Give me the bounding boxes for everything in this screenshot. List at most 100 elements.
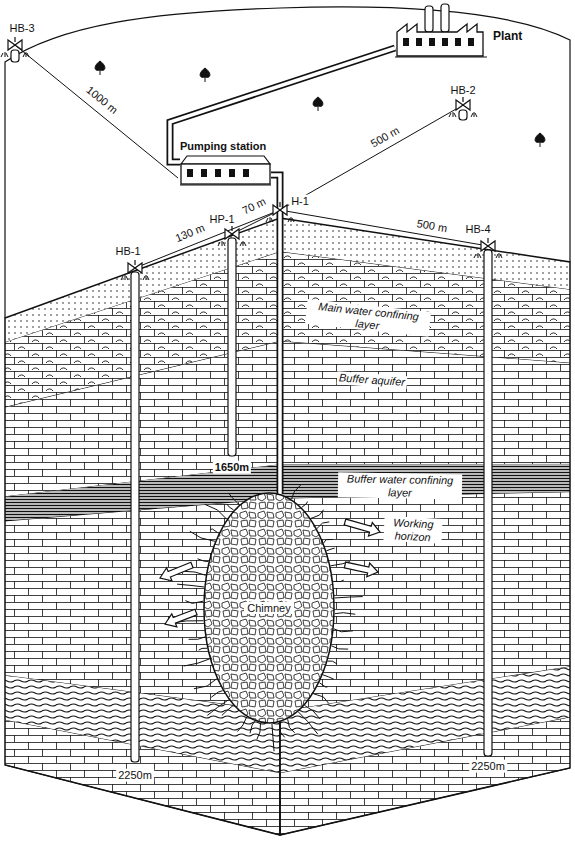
- annotation-label: 2250m: [469, 760, 507, 773]
- valve-symbol: [128, 260, 142, 273]
- valve-symbol-part: [279, 202, 280, 207]
- fracture-line: [250, 721, 255, 733]
- fracture-line: [199, 648, 207, 650]
- pumping-station: Pumping station: [180, 140, 271, 186]
- grass-tuft: [449, 112, 477, 117]
- plant-drawing-part: [395, 57, 487, 58]
- fracture-line: [331, 646, 348, 649]
- annotation-label: 70 m: [238, 194, 269, 218]
- node-label: Chimney: [244, 602, 293, 615]
- fracture-line: [311, 510, 324, 519]
- fracture-line: [211, 529, 219, 533]
- fracture-line: [323, 675, 334, 679]
- plant-drawing-part: [403, 38, 409, 46]
- valve-symbol-part: [14, 37, 15, 42]
- station-drawing-part: [181, 156, 270, 164]
- flow-arrow: [344, 519, 380, 536]
- chimney-oval: Chimney: [203, 492, 335, 724]
- tree-symbol: [95, 61, 105, 75]
- station-drawing-part: [181, 164, 270, 184]
- fracture-line: [313, 694, 328, 703]
- tree-symbol: [535, 133, 545, 147]
- fracture-line: [333, 580, 344, 582]
- annotation-label: 500 m: [414, 217, 450, 235]
- fracture-line: [335, 613, 355, 615]
- fracture-line: [185, 601, 203, 604]
- fracture-line: [272, 724, 274, 751]
- fracture-line: [190, 531, 215, 541]
- grass-tuft: [474, 253, 502, 258]
- valve-symbol: [8, 37, 22, 50]
- pipe-bore: [170, 48, 395, 162]
- plant-drawing-part: [397, 24, 483, 56]
- annotation-label: 2250m: [116, 769, 154, 782]
- plant-drawing-part: [416, 38, 422, 46]
- flow-arrow: [165, 609, 197, 627]
- tree-symbol: [313, 97, 323, 111]
- fracture-lines: [174, 485, 362, 751]
- grass-tuft: [266, 217, 294, 222]
- stratum-ground: [280, 341, 570, 464]
- node-label: Plant: [493, 30, 522, 44]
- station-drawing: [180, 153, 271, 186]
- stratum-ground: [5, 720, 280, 835]
- fracture-line: [326, 548, 334, 551]
- annotation-label: Main water confining layer: [305, 299, 431, 337]
- node-label: Pumping station: [180, 140, 266, 153]
- annotation-label: Working horizon: [383, 516, 442, 544]
- plant-drawing-part: [468, 38, 474, 46]
- plant-drawing-part: [455, 38, 461, 46]
- distance-line: [135, 210, 280, 268]
- station-drawing-part: [187, 169, 193, 177]
- annotation-label: HP-1: [207, 213, 236, 226]
- fracture-line: [298, 712, 318, 734]
- well-casing: [131, 272, 139, 762]
- fracture-line: [189, 637, 205, 639]
- plant-drawing-part: [441, 4, 449, 32]
- fracture-line: [197, 559, 208, 562]
- fracture-line: [302, 502, 308, 508]
- chimney-outline-part: [204, 493, 334, 723]
- block-face-outline: [280, 218, 570, 835]
- well-casing: [484, 250, 492, 756]
- annotation-label: HB-1: [113, 245, 142, 258]
- valve-symbol-part: [231, 226, 232, 231]
- fracture-line: [177, 584, 204, 587]
- stratum-hatch: [280, 717, 570, 835]
- well-casing: [11, 50, 19, 62]
- valve-symbol: [481, 238, 495, 251]
- valve-symbol-part: [134, 260, 135, 265]
- annotation-label: Buffer aquifer: [337, 371, 408, 388]
- fracture-line: [334, 629, 353, 632]
- flow-arrow: [160, 562, 193, 581]
- grass-tuft: [121, 275, 149, 280]
- plant-drawing-part: [442, 38, 448, 46]
- fracture-line: [184, 659, 210, 666]
- fracture-line: [335, 597, 363, 598]
- station-drawing-part: [201, 169, 207, 177]
- pipeline: [271, 175, 280, 494]
- well-casing: [228, 238, 236, 456]
- grass-tuft: [218, 241, 246, 246]
- fracture-line: [280, 722, 285, 737]
- fracture-line: [222, 705, 233, 715]
- annotation-label: HB-2: [448, 84, 477, 97]
- fracture-line: [305, 705, 320, 718]
- valve-symbol-part: [462, 97, 463, 102]
- fracture-line: [257, 723, 261, 739]
- fracture-line: [288, 719, 295, 733]
- plant-drawing: [395, 2, 487, 58]
- annotation-label: 1650m: [213, 461, 251, 474]
- annotation-label: 1000 m: [82, 82, 122, 117]
- annotation-label: Buffer water confining layer: [338, 472, 462, 499]
- pipeline: [170, 48, 395, 162]
- station-drawing-part: [229, 169, 235, 177]
- annotation-label: 500 m: [367, 123, 403, 151]
- grass-tuft: [1, 52, 29, 57]
- station-drawing-part: [215, 169, 221, 177]
- plant-drawing-part: [425, 6, 433, 32]
